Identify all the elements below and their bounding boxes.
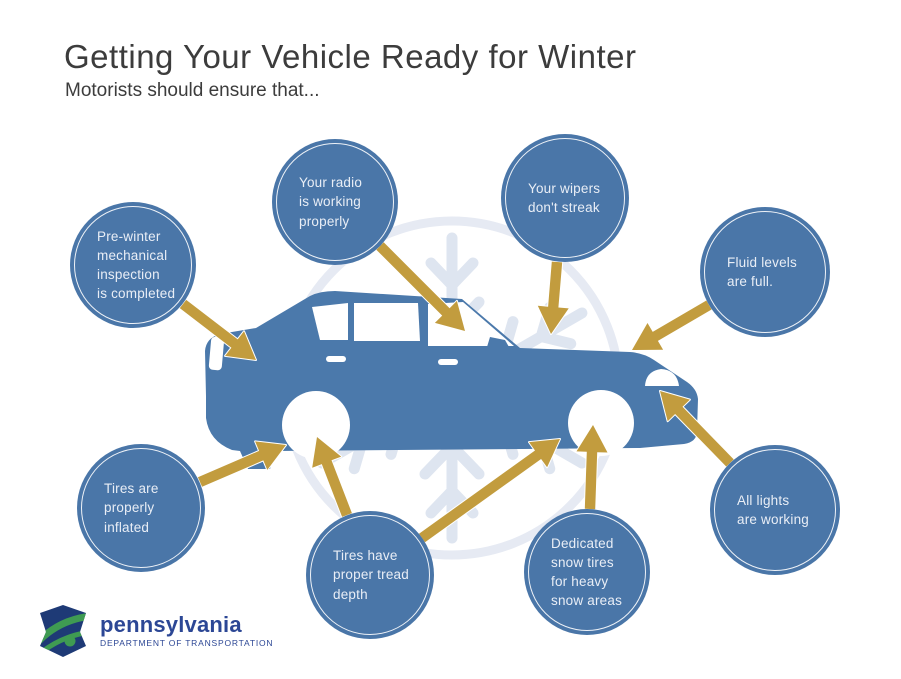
car-silhouette	[205, 291, 698, 469]
arrow	[575, 424, 609, 511]
arrow	[659, 390, 735, 468]
penndot-logo: pennsylvania DEPARTMENT OF TRANSPORTATIO…	[34, 604, 273, 658]
keystone-icon	[40, 605, 86, 657]
rear-door-window	[354, 303, 420, 341]
page-subtitle: Motorists should ensure that...	[65, 79, 320, 101]
bubble-label: Pre-winter mechanical inspection is comp…	[97, 228, 176, 302]
logo-name: pennsylvania	[100, 612, 242, 638]
bubble-label: Your wipers don't streak	[528, 180, 601, 215]
headlight	[645, 369, 679, 386]
side-mirror	[487, 337, 509, 347]
logo-department: DEPARTMENT OF TRANSPORTATION	[100, 638, 274, 649]
rear-wheel	[282, 391, 350, 459]
arrow	[375, 241, 466, 332]
tail-light	[208, 336, 225, 371]
bubble-label: Dedicated snow tires for heavy snow area…	[551, 535, 623, 609]
connector-arrows	[178, 241, 735, 544]
bubble-label: Tires have proper tread depth	[333, 548, 409, 602]
rear-door-handle	[326, 356, 346, 362]
arrow	[196, 440, 287, 488]
bubble-all-lights-working: All lights are working	[710, 445, 840, 575]
bubble-tires-properly-inflated: Tires are properly inflated	[77, 444, 205, 572]
rear-quarter-window	[312, 303, 348, 340]
bubble-label: Tires are properly inflated	[104, 481, 159, 535]
bubble-wipers-dont-streak: Your wipers don't streak	[501, 134, 629, 262]
bubble-radio-working: Your radio is working properly	[272, 139, 398, 265]
arrow	[311, 436, 353, 518]
bubble-tires-tread-depth: Tires have proper tread depth	[306, 511, 434, 639]
bubble-fluid-levels-full: Fluid levels are full.	[700, 207, 830, 337]
arrow	[178, 298, 257, 361]
front-door-handle	[438, 359, 458, 365]
bubble-label: All lights are working	[737, 492, 809, 527]
arrow	[631, 299, 713, 351]
bubble-pre-winter-inspection: Pre-winter mechanical inspection is comp…	[70, 202, 196, 328]
bubble-label: Fluid levels are full.	[727, 254, 797, 289]
bubble-label: Your radio is working properly	[299, 175, 363, 229]
arrow	[536, 260, 570, 335]
header: Getting Your Vehicle Ready for Winter Mo…	[64, 38, 636, 102]
bubble-dedicated-snow-tires: Dedicated snow tires for heavy snow area…	[524, 509, 650, 635]
arrow	[418, 438, 561, 544]
page-title: Getting Your Vehicle Ready for Winter	[64, 38, 637, 75]
